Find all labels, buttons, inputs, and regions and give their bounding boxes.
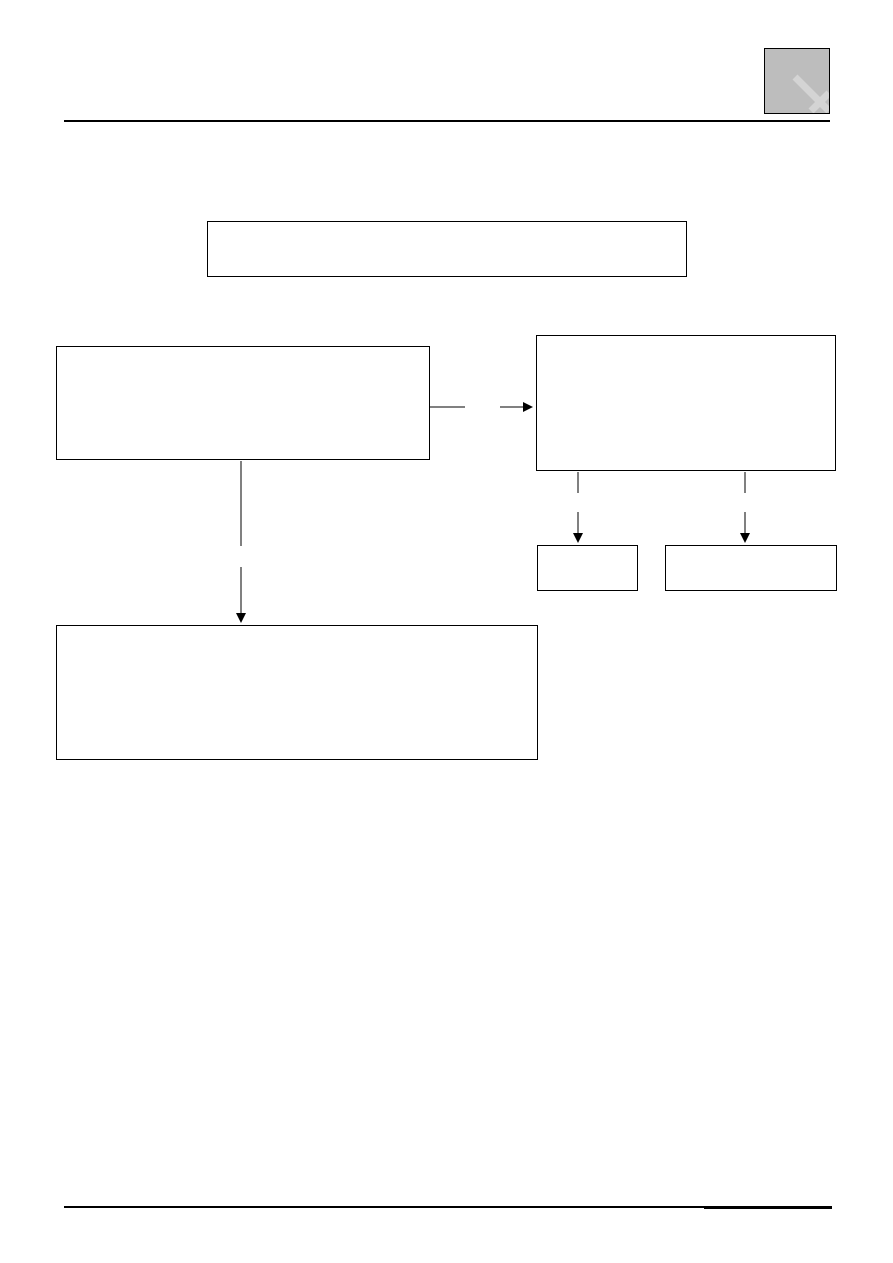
- top-box: [207, 221, 687, 277]
- arrow-left-to-right: [430, 402, 533, 412]
- small-left-box: [537, 545, 638, 591]
- bottom-box: [56, 625, 538, 760]
- footer-rule: [64, 1206, 704, 1208]
- right-main-box: [536, 335, 836, 471]
- arrow-left-to-bottom: [236, 461, 246, 623]
- header-rule: [64, 120, 830, 122]
- corner-logo: [764, 48, 830, 114]
- arrow-right-to-small-right: [740, 472, 750, 543]
- footer-rule-thick: [704, 1206, 832, 1209]
- arrow-right-to-small-left: [573, 472, 583, 543]
- left-main-box: [56, 346, 430, 460]
- x-mark-icon: [792, 74, 829, 113]
- small-right-box: [665, 545, 837, 591]
